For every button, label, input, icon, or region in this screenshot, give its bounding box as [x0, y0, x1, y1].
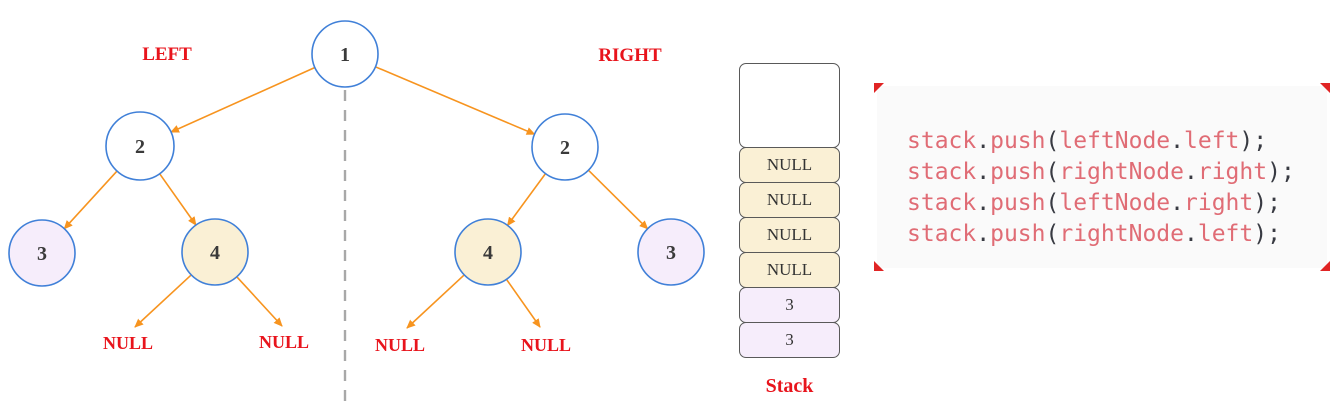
edge-left2-to-left4 [159, 173, 197, 226]
stack-cell: NULL [739, 182, 840, 218]
edge-left4-to-null-left [134, 274, 192, 328]
selection-corner-icon [1320, 261, 1330, 271]
left-branch-label: LEFT [142, 44, 192, 65]
null-label-left-a: NULL [103, 333, 153, 353]
stack-cell: 3 [739, 322, 840, 358]
code-token: stack [907, 128, 977, 154]
node-right4-label: 4 [483, 242, 493, 264]
code-token: push [990, 128, 1046, 154]
code-token: ); [1239, 128, 1268, 154]
code-token: . [1183, 221, 1198, 247]
code-token: . [976, 128, 991, 154]
code-token: . [976, 159, 991, 185]
selection-corner-icon [874, 261, 884, 271]
code-token: right [1197, 159, 1268, 185]
node-right2-label: 2 [560, 137, 570, 159]
node-left4-circle [181, 218, 249, 286]
code-token: ( [1045, 190, 1060, 216]
stack-panel: NULL NULL NULL NULL 3 3 Stack [739, 63, 840, 398]
edge-right2-to-right4 [506, 173, 547, 227]
code-token: left [1197, 221, 1254, 247]
code-token: . [1183, 159, 1198, 185]
code-token: . [1170, 128, 1184, 154]
code-token: . [976, 221, 991, 247]
edge-right4-to-null-right [505, 278, 541, 328]
symmetric-tree-diagram: 1 2 2 3 4 4 3 LEFT RIGHT NULL NULL NULL … [8, 20, 705, 402]
code-token: leftNode [1059, 128, 1171, 154]
node-right4-circle [454, 218, 522, 286]
stack-cell: NULL [739, 217, 840, 253]
code-token: rightNode [1059, 159, 1184, 185]
code-token: leftNode [1059, 190, 1171, 216]
code-token: . [1170, 190, 1184, 216]
node-left3-circle [8, 219, 76, 287]
stack-title: Stack [765, 375, 814, 397]
node-right3-label: 3 [666, 242, 676, 264]
code-token: push [990, 221, 1046, 247]
tree-nodes: 1 2 2 3 4 4 3 [8, 20, 705, 287]
node-left3-label: 3 [37, 243, 47, 265]
null-label-right-a: NULL [375, 335, 425, 355]
code-token: left [1184, 128, 1240, 154]
code-snippet-block: stack.push(leftNode.left); stack.push(ri… [874, 83, 1330, 271]
edge-root-to-left2 [170, 66, 316, 133]
edge-right4-to-null-left [406, 274, 465, 329]
null-label-right-b: NULL [521, 335, 571, 355]
stack-cell: NULL [739, 147, 840, 183]
edge-left2-to-left3 [63, 170, 118, 230]
stack-cell: NULL [739, 252, 840, 288]
edge-root-to-right2 [375, 66, 536, 135]
code-token: push [990, 159, 1046, 185]
code-token: ); [1267, 159, 1295, 185]
node-right3-circle [637, 218, 705, 286]
selection-corner-icon [1320, 83, 1330, 93]
edge-right2-to-right3 [587, 169, 649, 230]
null-label-left-b: NULL [259, 332, 309, 352]
code-token: rightNode [1059, 221, 1184, 247]
node-root-circle [311, 20, 379, 88]
node-right2-circle [531, 113, 599, 181]
code-token: push [990, 190, 1046, 216]
code-token: right [1184, 190, 1254, 216]
code-token: stack [907, 221, 977, 247]
tree-edges [63, 66, 649, 329]
edge-left4-to-null-right [236, 276, 283, 327]
code-token: . [976, 190, 991, 216]
code-token: stack [907, 159, 977, 185]
node-root-label: 1 [340, 44, 350, 66]
code-line: stack.push(leftNode.right); [907, 188, 1327, 219]
code-line: stack.push(rightNode.left); [907, 219, 1327, 250]
code-token: ( [1045, 128, 1060, 154]
code-line: stack.push(leftNode.left); [907, 126, 1327, 157]
right-branch-label: RIGHT [598, 45, 662, 66]
code-token: ); [1253, 190, 1281, 216]
node-left4-label: 4 [210, 242, 220, 264]
code-token: ( [1045, 159, 1060, 185]
node-left2-circle [105, 111, 175, 181]
code-token: stack [907, 190, 977, 216]
stack-cell-empty [739, 63, 840, 148]
node-left2-label: 2 [135, 136, 145, 158]
code-line: stack.push(rightNode.right); [907, 157, 1327, 188]
selection-corner-icon [874, 83, 884, 93]
code-token: ( [1045, 221, 1060, 247]
code-token: ); [1253, 221, 1281, 247]
stack-cell: 3 [739, 287, 840, 323]
